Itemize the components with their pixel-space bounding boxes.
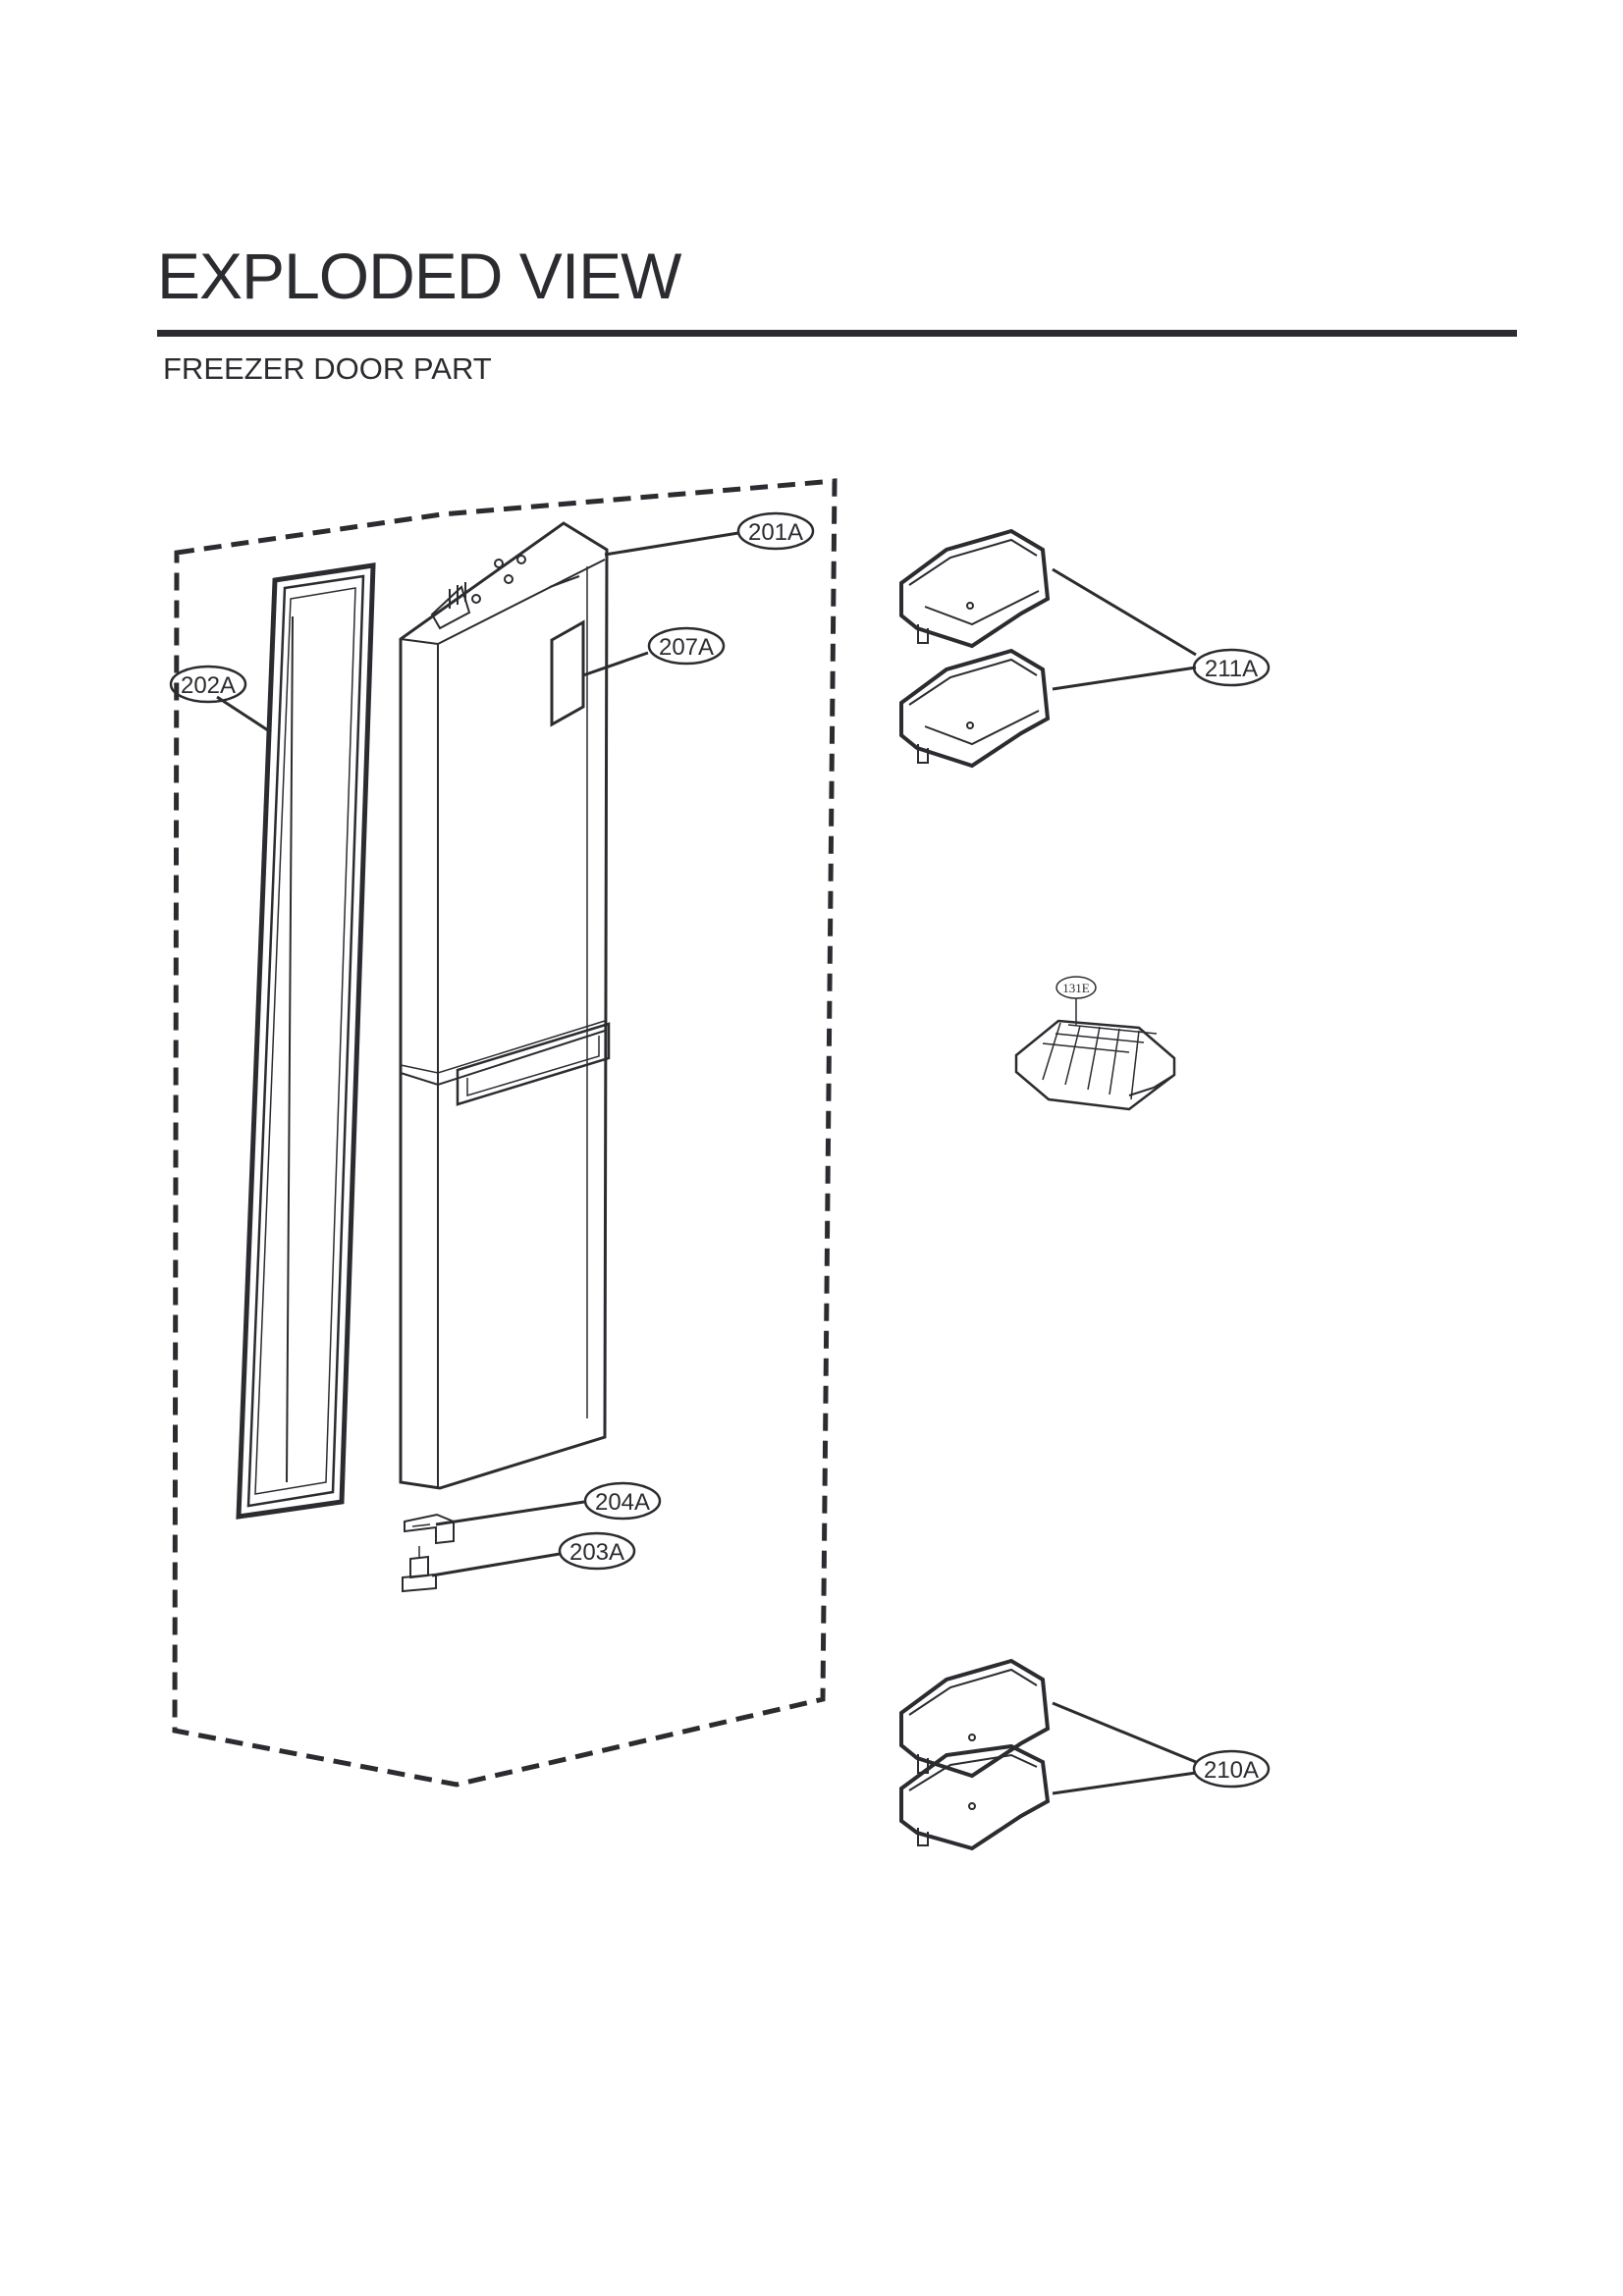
- callout-207A[interactable]: 207A: [647, 626, 726, 666]
- display-panel-part: [550, 619, 585, 727]
- callout-211A[interactable]: 211A: [1192, 648, 1271, 687]
- callout-201A[interactable]: 201A: [736, 511, 815, 551]
- assembly-boundary: [172, 478, 838, 1788]
- callout-label: 207A: [659, 634, 714, 661]
- callout-label: 202A: [181, 672, 236, 699]
- hinge-part: [404, 1513, 455, 1545]
- upper-basket-part: [899, 528, 1051, 649]
- callout-131E[interactable]: 131E: [1055, 976, 1097, 999]
- ice-tray-part: [1014, 1019, 1176, 1111]
- section-subtitle: FREEZER DOOR PART: [163, 351, 492, 386]
- callout-210A[interactable]: 210A: [1192, 1749, 1271, 1789]
- callout-204A[interactable]: 204A: [583, 1481, 662, 1521]
- lower-basket-part-2: [899, 1743, 1051, 1851]
- callout-label: 210A: [1204, 1757, 1259, 1784]
- leader-lines: [216, 531, 1197, 1795]
- callout-202A[interactable]: 202A: [169, 665, 247, 704]
- title-divider: [157, 330, 1517, 337]
- lower-basket-part: [899, 1658, 1051, 1779]
- callout-203A[interactable]: 203A: [558, 1531, 636, 1571]
- page-title: EXPLODED VIEW: [157, 240, 681, 312]
- callout-label: 201A: [748, 519, 803, 546]
- callout-label: 211A: [1205, 656, 1258, 682]
- callout-label: 204A: [595, 1489, 650, 1516]
- callout-label: 203A: [569, 1539, 624, 1566]
- door-part: [399, 521, 611, 1490]
- hinge-cap-part: [402, 1546, 437, 1593]
- callout-label: 131E: [1062, 981, 1090, 995]
- upper-basket-part-2: [899, 648, 1051, 769]
- gasket-part: [236, 562, 376, 1520]
